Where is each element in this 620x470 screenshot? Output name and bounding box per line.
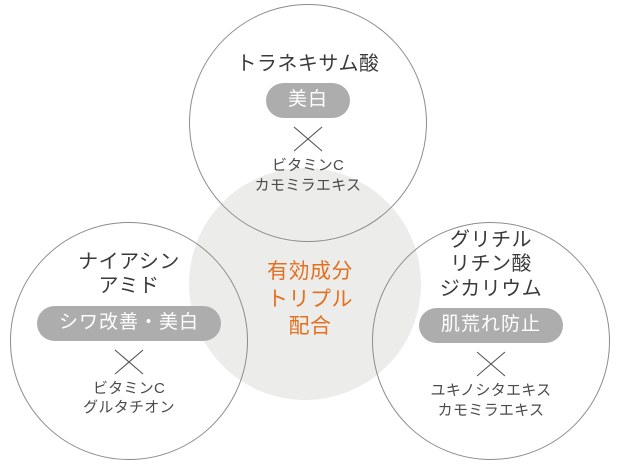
combo-list-right: ユキノシタエキス カモミラエキス <box>430 382 552 419</box>
multiply-cross-icon <box>476 351 506 377</box>
circle-right-content: グリチル リチン酸 ジカリウム 肌荒れ防止 ユキノシタエキス カモミラエキス <box>372 228 610 420</box>
circle-left-content: ナイアシン アミド シワ改善・美白 ビタミンC グルタチオン <box>10 250 248 418</box>
benefit-badge-right: 肌荒れ防止 <box>418 308 563 344</box>
circle-left[interactable] <box>10 222 248 460</box>
center-label: 有効成分 トリプル 配合 <box>267 260 353 339</box>
ingredient-name-top: トラネキサム酸 <box>236 53 380 75</box>
circle-top[interactable] <box>189 4 427 242</box>
circle-top-content: トラネキサム酸 美白 ビタミンC カモミラエキス <box>189 52 427 195</box>
combo-list-top: ビタミンC カモミラエキス <box>254 157 362 194</box>
circle-right[interactable] <box>372 222 610 460</box>
multiply-cross-icon <box>114 349 144 375</box>
ingredient-name-right: グリチル リチン酸 ジカリウム <box>439 229 543 300</box>
ingredient-name-left: ナイアシン アミド <box>78 251 180 298</box>
multiply-cross-icon <box>293 126 323 152</box>
benefit-badge-top: 美白 <box>265 83 350 119</box>
benefit-badge-left: シワ改善・美白 <box>36 305 221 341</box>
combo-list-left: ビタミンC グルタチオン <box>83 379 175 417</box>
